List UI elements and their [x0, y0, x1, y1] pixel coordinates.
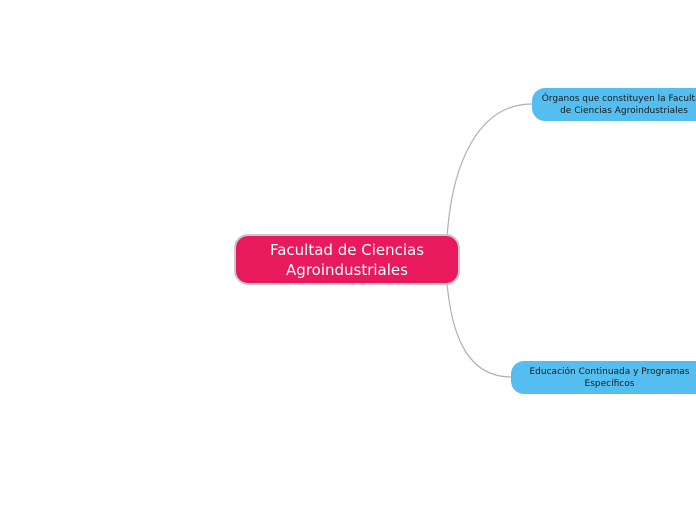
subtopic-1-line-2: de Ciencias Agroindustriales	[560, 105, 688, 116]
subtopic-2-line-1: Educación Continuada y Programas	[529, 366, 690, 377]
subtopic-1-line-1: Órganos que constituyen la Facultad	[541, 93, 696, 104]
subtopic-2-line-2: Específicos	[584, 378, 635, 389]
subtopic-node-educacion[interactable]: Educación Continuada y Programas Específ…	[511, 361, 696, 394]
connector-to-subtopic-2	[446, 282, 512, 378]
subtopic-label: Órganos que constituyen la Facultad de C…	[542, 93, 696, 117]
central-topic-line-2: Agroindustriales	[286, 260, 408, 279]
central-topic-line-1: Facultad de Ciencias	[269, 240, 425, 259]
subtopic-label: Educación Continuada y Programas Específ…	[530, 366, 690, 390]
connector-to-subtopic-1	[446, 103, 533, 239]
subtopic-node-organos[interactable]: Órganos que constituyen la Facultad de C…	[532, 88, 696, 121]
central-topic-node[interactable]: Facultad de Ciencias Agroindustriales	[234, 234, 460, 285]
